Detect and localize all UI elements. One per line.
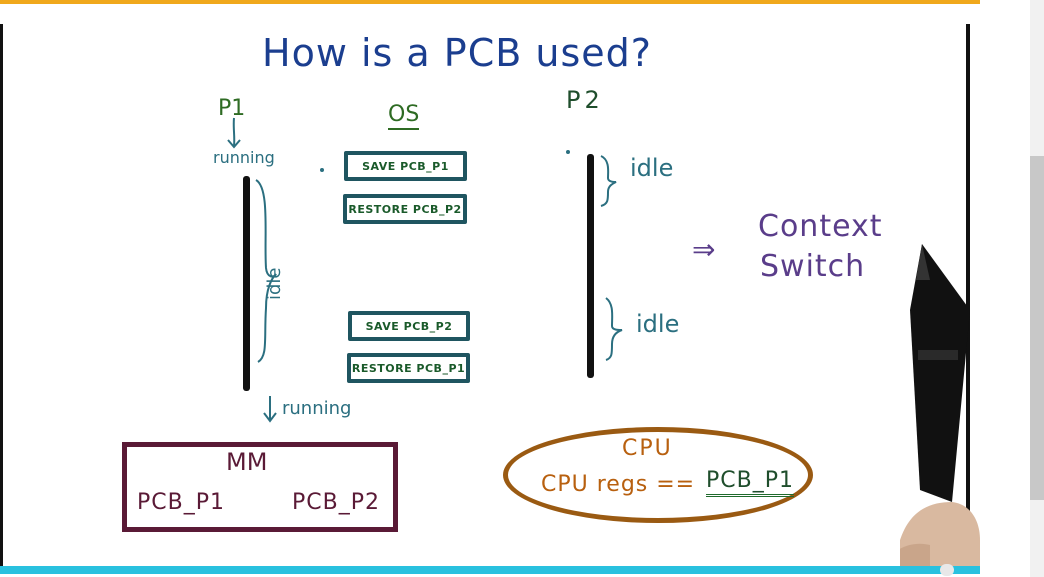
memory-label: MM	[226, 448, 268, 476]
process-p1-label: P1	[218, 96, 246, 121]
memory-pcb-p1: PCB_P1	[137, 490, 225, 515]
p2-idle-label-top: idle	[630, 154, 674, 182]
p1-timeline-bar	[243, 176, 250, 391]
cpu-regs-label: CPU regs ==	[541, 472, 696, 497]
os-label: OS	[388, 104, 420, 130]
os-step-restore-pcb-p1: RESTORE PCB_P1	[347, 353, 470, 383]
pen-hand-icon	[900, 244, 980, 570]
memory-box	[122, 442, 398, 532]
stray-dot	[566, 150, 570, 154]
os-step-save-pcb-p2: SAVE PCB_P2	[348, 311, 470, 341]
scrollbar-thumb[interactable]	[1030, 156, 1044, 500]
frame-right-border	[966, 24, 970, 569]
down-arrow-icon	[227, 117, 241, 149]
cpu-label: CPU	[622, 436, 673, 461]
p2-idle-brace-top-icon	[600, 155, 617, 207]
p1-running-label-bottom: running	[282, 398, 352, 419]
context-switch-line1: Context	[758, 209, 883, 244]
cpu-ellipse	[503, 427, 813, 523]
os-step-restore-pcb-p2: RESTORE PCB_P2	[343, 194, 467, 224]
p2-idle-label-bottom: idle	[636, 310, 680, 338]
context-switch-line2: Switch	[760, 249, 866, 284]
p1-running-label-top: running	[213, 148, 275, 167]
memory-pcb-p2: PCB_P2	[292, 490, 380, 515]
stray-dot	[320, 168, 324, 172]
frame-left-border	[0, 24, 3, 569]
cpu-regs-value: PCB_P1	[706, 470, 794, 497]
os-step-save-pcb-p1: SAVE PCB_P1	[344, 151, 467, 181]
process-p2-label: P2	[566, 86, 604, 114]
down-arrow-bottom-icon	[263, 396, 277, 423]
p2-timeline-bar	[587, 154, 594, 378]
implies-arrow-icon: ⇒	[692, 233, 716, 266]
p2-idle-brace-bottom-icon	[605, 297, 623, 361]
video-progress-handle[interactable]	[940, 564, 954, 576]
slide-title: How is a PCB used?	[262, 31, 652, 75]
top-accent-bar	[0, 0, 980, 4]
video-progress-bar[interactable]	[0, 566, 980, 574]
p1-idle-label: idle	[264, 267, 285, 300]
p1-idle-brace-icon	[255, 179, 277, 363]
